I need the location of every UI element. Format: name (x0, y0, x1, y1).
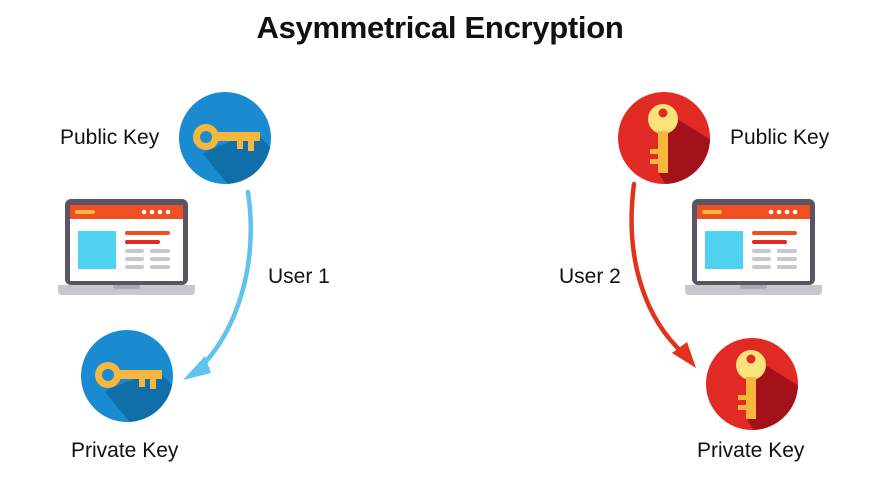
user1-private-key-label: Private Key (71, 439, 179, 462)
diagram-title: Asymmetrical Encryption (256, 10, 624, 45)
user2-public-key-label: Public Key (730, 126, 830, 149)
user1-public-key-icon (179, 92, 271, 184)
user1-laptop-icon (58, 199, 195, 295)
user1-public-key-label: Public Key (60, 126, 160, 149)
user2-private-key-icon (706, 338, 798, 430)
user1-name-label: User 1 (268, 265, 330, 288)
user1-arrow (193, 189, 253, 375)
user2-laptop-icon (685, 199, 822, 295)
user1-arrowhead (183, 356, 211, 380)
user2-private-key-label: Private Key (697, 439, 805, 462)
user2-arrowhead (672, 342, 696, 368)
user2-arrow (629, 181, 687, 357)
user2-public-key-icon (618, 92, 710, 184)
user1-private-key-icon (81, 330, 173, 422)
user2-name-label: User 2 (559, 265, 621, 288)
